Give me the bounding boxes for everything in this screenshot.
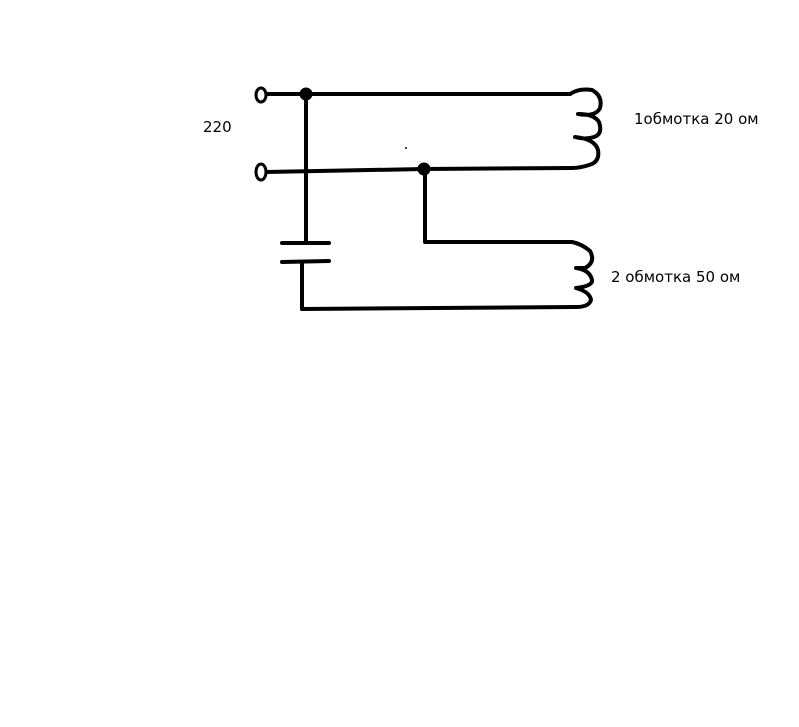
winding-1-label: 1обмотка 20 ом	[634, 110, 759, 128]
terminal-top	[254, 86, 268, 104]
wires	[264, 92, 578, 311]
winding-2-coil-path	[570, 240, 595, 309]
winding-1-coil	[568, 87, 603, 170]
terminals	[254, 86, 268, 182]
wire-branch-down	[423, 167, 574, 244]
winding-2-coil	[570, 240, 595, 309]
junctions	[299, 87, 431, 176]
junction-top-left	[299, 87, 313, 101]
wire-bottom-return	[300, 305, 578, 311]
capacitor	[280, 241, 331, 264]
stray-dot	[405, 147, 407, 149]
terminal-bottom	[254, 162, 268, 182]
winding-1-coil-path	[568, 87, 603, 170]
capacitor-plate-bottom	[280, 259, 331, 264]
winding-2-label: 2 обмотка 50 ом	[611, 268, 741, 286]
voltage-label: 220	[203, 118, 232, 136]
junction-branch	[417, 162, 431, 176]
